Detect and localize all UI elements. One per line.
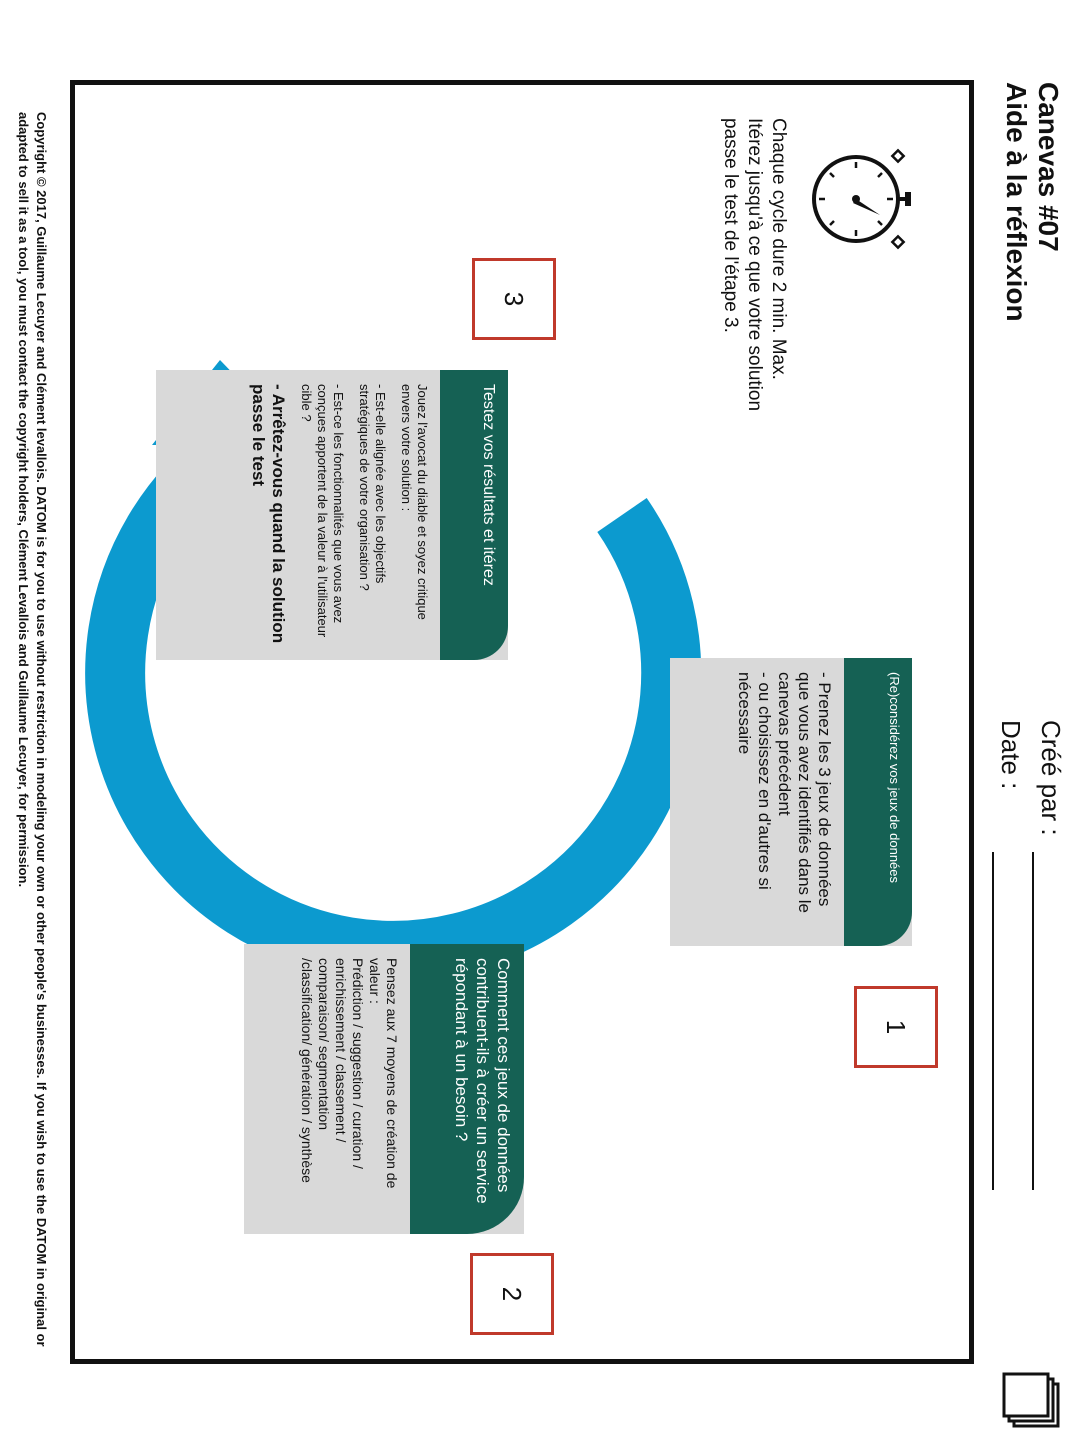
copyright-notice: Copyright © 2017, Guillaume Lecuyer and …: [16, 112, 49, 1347]
step-2-line: Pensez aux 7 moyens de création de valeu…: [367, 958, 400, 1189]
step-3-line: - Est-elle alignée avec les objectifs st…: [357, 384, 388, 591]
stopwatch-icon: [812, 148, 911, 250]
step-2-title: Comment ces jeux de données contribuent-…: [410, 944, 524, 1234]
step-2-number: 2: [470, 1253, 554, 1335]
stacked-pages-icon: [1002, 1372, 1060, 1428]
step-3-title: Testez vos résultats et itérez: [440, 370, 508, 660]
step-3-line: - Est-ce les fonctionnalités que vous av…: [299, 384, 346, 638]
step-1-card: (Re)considérez vos jeux de données - Pre…: [670, 658, 912, 946]
step-3-card: Testez vos résultats et itérez Jouez l'a…: [156, 370, 508, 660]
step-2-card: Comment ces jeux de données contribuent-…: [244, 944, 524, 1234]
step-3-emphasis: - Arrêtez-vous quand la solution passe l…: [249, 384, 288, 644]
step-1-title: (Re)considérez vos jeux de données: [844, 658, 912, 946]
step-2-body: Pensez aux 7 moyens de création de valeu…: [288, 944, 410, 1234]
step-3-line: Jouez l'avocat du diable et soyez critiq…: [399, 384, 430, 620]
step-1-line: - Prenez les 3 jeux de données que vous …: [775, 672, 834, 913]
step-2-line: Prédiction / suggestion / curation / enr…: [299, 958, 366, 1183]
intro-text: Chaque cycle dure 2 min. Max. Itérez jus…: [720, 118, 789, 412]
step-3-body: Jouez l'avocat du diable et soyez critiq…: [238, 370, 440, 660]
step-3-number: 3: [472, 258, 556, 340]
step-1-number: 1: [854, 986, 938, 1068]
step-1-line: - ou choisissez en d'autres si nécessair…: [735, 672, 774, 890]
step-1-body: - Prenez les 3 jeux de données que vous …: [724, 658, 844, 946]
